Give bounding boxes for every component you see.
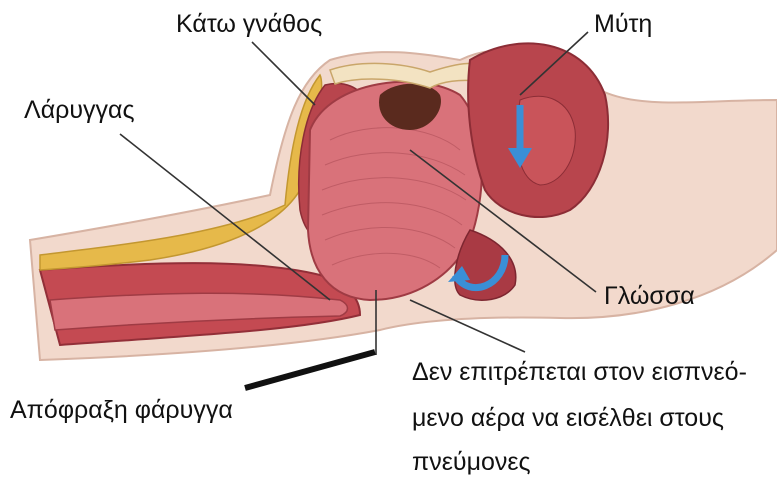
note-line-3: πνεύμονες (412, 450, 531, 475)
label-pharynx-obstruction: Απόφραξη φάρυγγα (10, 398, 233, 423)
label-nose: Μύτη (594, 12, 652, 37)
pointer-jaw (252, 42, 315, 105)
label-lower-jaw: Κάτω γνάθος (176, 12, 322, 37)
label-larynx: Λάρυγγας (24, 98, 135, 123)
obstruction-bar (245, 352, 375, 388)
note-line-1: Δεν επιτρέπεται στον εισπνεό- (412, 360, 747, 385)
note-line-2: μενο αέρα να εισέλθει στους (412, 406, 724, 431)
label-tongue: Γλώσσα (604, 284, 695, 309)
